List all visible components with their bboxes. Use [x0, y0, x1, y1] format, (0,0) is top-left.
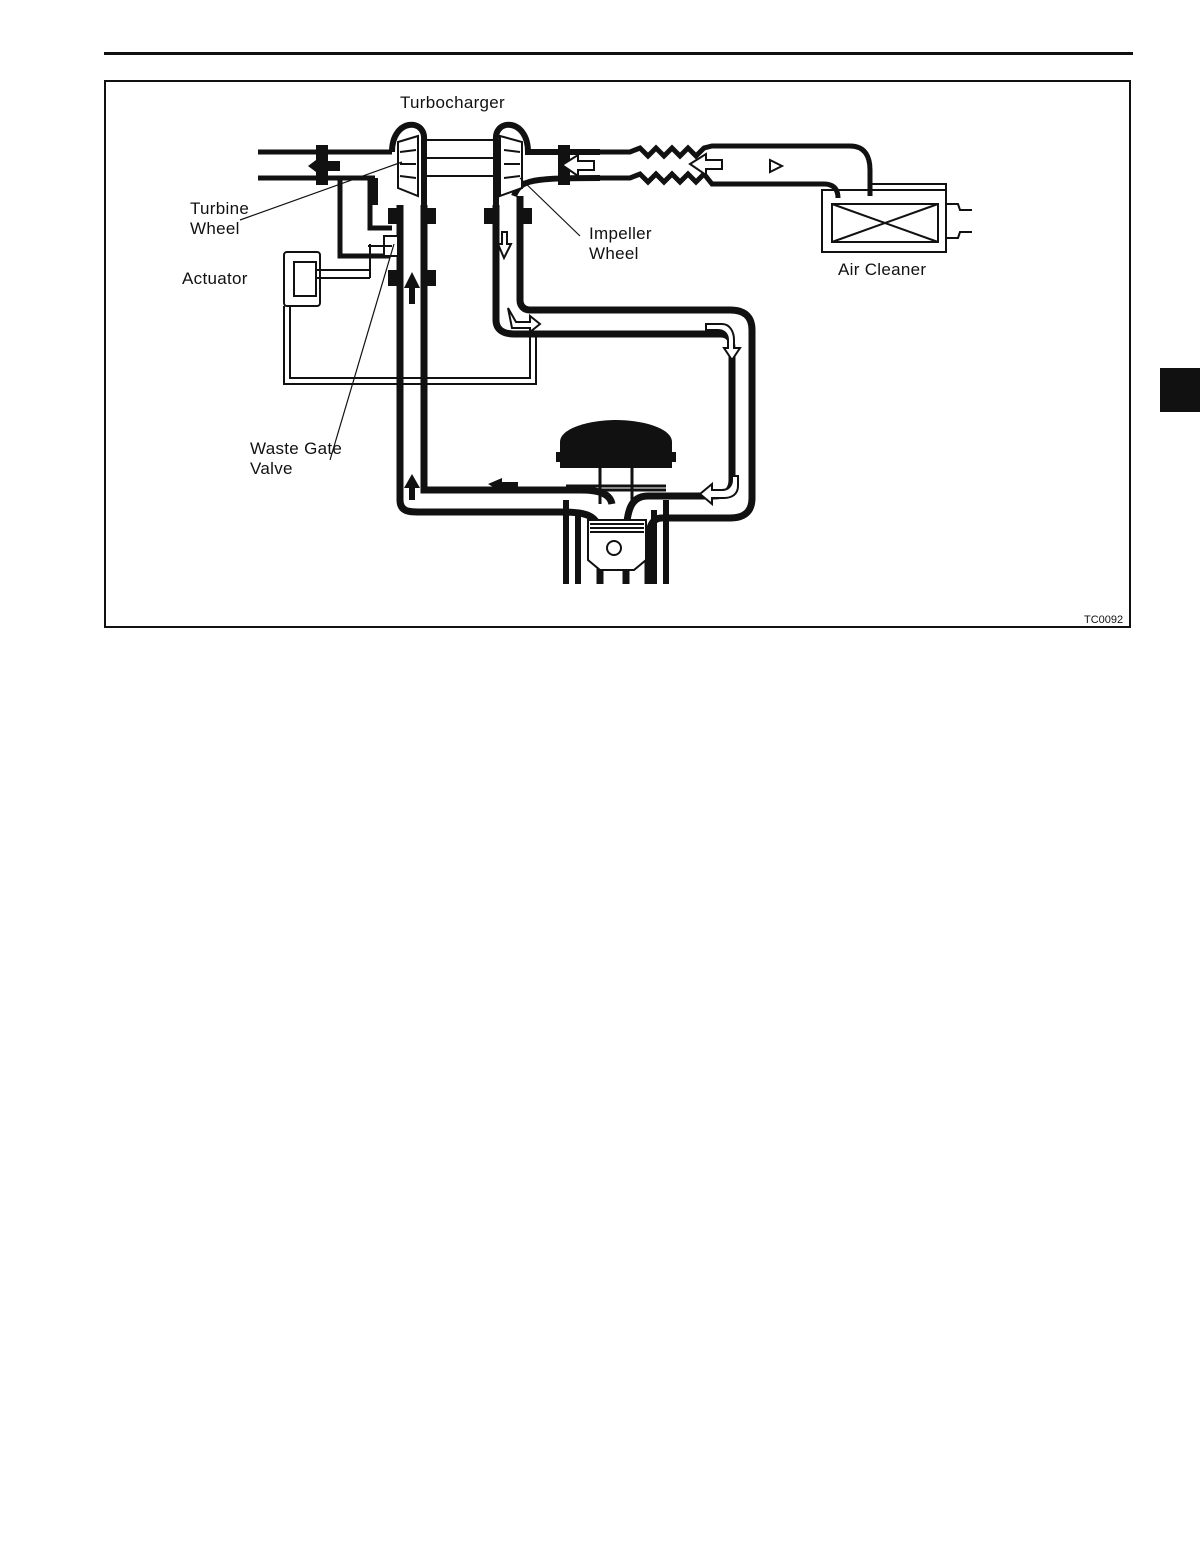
- turbocharger-label: Turbocharger: [400, 93, 505, 113]
- intake-arrow-3: [770, 160, 782, 172]
- figure-code: TC0092: [1084, 614, 1123, 626]
- exhaust-up-arrow: [404, 272, 420, 304]
- piston-shape: [588, 520, 646, 570]
- valve-cover: [556, 420, 676, 468]
- actuator-shape: [284, 244, 370, 306]
- air-cleaner-shape: [822, 184, 972, 252]
- flange-compressor-2: [520, 208, 532, 224]
- boost-turn-arrow-2: [706, 324, 740, 360]
- impeller-wheel-label: Impeller Wheel: [589, 224, 652, 264]
- boost-down-arrow: [498, 232, 511, 258]
- turbine-wheel-shape: [398, 136, 418, 196]
- flange-left: [316, 145, 328, 185]
- air-cleaner-label: Air Cleaner: [838, 260, 926, 280]
- turbo-shaft: [424, 140, 496, 176]
- actuator-label: Actuator: [182, 269, 248, 289]
- exhaust-up-arrow-2: [404, 474, 420, 500]
- waste-gate-valve-label: Waste Gate Valve: [250, 439, 342, 479]
- impeller-wheel-shape: [500, 136, 522, 196]
- turbocharger-diagram: [0, 0, 1200, 640]
- boost-turn-arrow-3: [700, 476, 738, 504]
- flange-compressor: [484, 208, 496, 224]
- turbine-wheel-label: Turbine Wheel: [190, 199, 249, 239]
